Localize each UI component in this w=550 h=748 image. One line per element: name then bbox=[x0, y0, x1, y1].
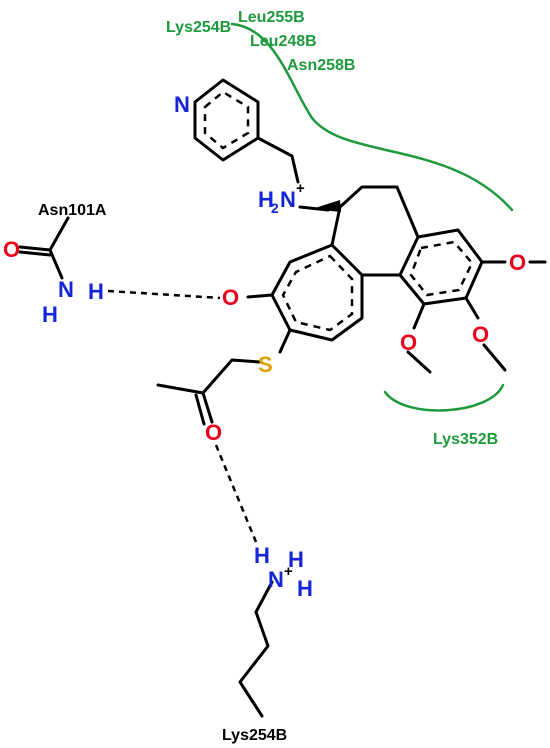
label-lys254b-bottom: Lys254B bbox=[222, 727, 287, 744]
lys254b-chain bbox=[238, 580, 274, 718]
atom-lys-plus: + bbox=[284, 563, 293, 580]
azepine-linker bbox=[330, 185, 420, 277]
thioether-chain bbox=[156, 358, 262, 426]
atom-asn-h2: H bbox=[42, 302, 58, 327]
pyridine-ring bbox=[193, 78, 300, 184]
label-lys352b: Lys352B bbox=[433, 431, 498, 448]
atom-sulfur: S bbox=[258, 352, 273, 377]
atom-ketone-o: O bbox=[222, 285, 239, 310]
atom-acetyl-o: O bbox=[205, 420, 222, 445]
atom-asn-o: O bbox=[3, 237, 20, 262]
atom-pyridine-n: N bbox=[174, 92, 190, 117]
label-asn258b: Asn258B bbox=[287, 57, 355, 74]
tropolone-ring bbox=[246, 243, 364, 354]
atom-lys-h1: H bbox=[254, 543, 270, 568]
asn101a-amide bbox=[18, 216, 70, 280]
atom-amine-h: H bbox=[258, 187, 274, 212]
atom-lys-h3: H bbox=[297, 576, 313, 601]
atom-amine-sub: 2 bbox=[271, 200, 279, 216]
hydrophobic-arc-bottom bbox=[383, 383, 505, 412]
label-leu255b: Leu255B bbox=[238, 9, 305, 26]
atom-lys-n: N bbox=[268, 567, 284, 592]
atom-methoxy-o2: O bbox=[472, 322, 489, 347]
label-lys254b-top: Lys254B bbox=[166, 19, 231, 36]
wedge-bond bbox=[312, 200, 341, 212]
trimethoxy-benzene bbox=[398, 228, 547, 374]
atom-methoxy-o3: O bbox=[400, 330, 417, 355]
hydrophobic-arc-top bbox=[230, 22, 514, 212]
atom-asn-n: N bbox=[58, 277, 74, 302]
atom-lys-h2: H bbox=[288, 547, 304, 572]
atom-methoxy-o1: O bbox=[509, 250, 526, 275]
atom-amine-n: N bbox=[280, 187, 296, 212]
hbond-lys254b bbox=[214, 444, 258, 543]
label-leu248b: Leu248B bbox=[250, 33, 317, 50]
atom-amine-plus: + bbox=[296, 180, 305, 197]
hbond-asn101a bbox=[107, 289, 221, 300]
label-asn101a: Asn101A bbox=[38, 202, 107, 219]
atom-asn-h1: H bbox=[88, 279, 104, 304]
